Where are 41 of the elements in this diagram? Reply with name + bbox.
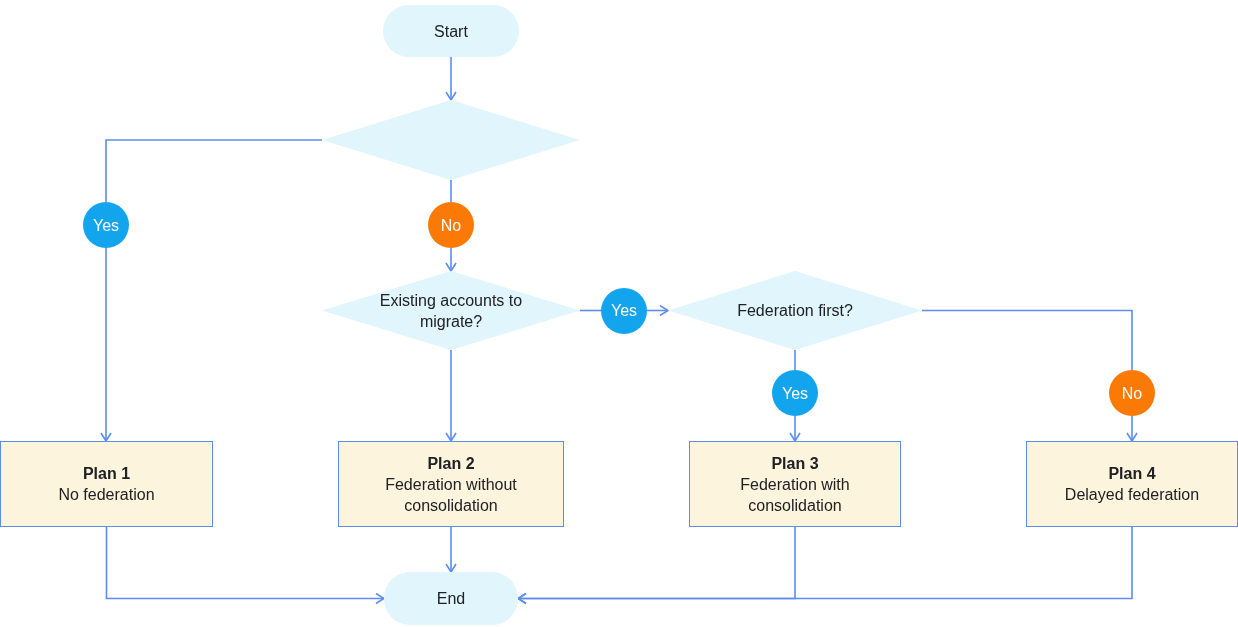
decision-diamond <box>668 271 922 350</box>
plan-description: Federation without consolidation <box>384 474 518 516</box>
answer-label: Yes <box>610 301 638 321</box>
plan-description: Delayed federation <box>1064 485 1200 505</box>
plan-box <box>338 441 564 527</box>
answer-label: No <box>440 215 462 236</box>
answer-label: Yes <box>781 383 809 404</box>
connector-arrow <box>100 247 112 442</box>
plan-title: Plan 1 <box>82 464 131 484</box>
answer-circle <box>83 202 129 248</box>
plan-box <box>1026 441 1238 527</box>
plan-box <box>0 441 213 527</box>
answer-label: Yes <box>92 215 120 236</box>
plan-title: Plan 4 <box>1108 464 1156 484</box>
decision-diamond <box>322 271 580 350</box>
answer-circle <box>1109 370 1155 416</box>
terminal-pill <box>384 572 518 625</box>
plan-title: Plan 3 <box>771 453 819 474</box>
plan-description: No federation <box>58 485 155 505</box>
connector-arrow <box>1126 415 1138 442</box>
connector-arrow <box>445 349 457 442</box>
connector-arrow <box>445 247 457 272</box>
answer-circle <box>772 370 818 416</box>
plan-box <box>689 441 901 527</box>
terminal-label: End <box>436 589 466 609</box>
answer-circle <box>601 287 647 334</box>
answer-label: No <box>1121 383 1143 404</box>
connector-arrow <box>789 415 801 442</box>
decision-diamond <box>322 100 580 180</box>
connector-arrow <box>445 56 457 101</box>
connector-arrow <box>445 526 457 573</box>
question-text: Federation first? <box>737 301 853 321</box>
terminal-label: Start <box>434 21 468 42</box>
connector-arrow <box>105 526 385 605</box>
question-text: Existing accounts to migrate? <box>378 290 524 332</box>
plan-title: Plan 2 <box>427 453 475 474</box>
connector-arrow <box>517 526 1133 605</box>
plan-description: Federation with consolidation <box>739 474 851 516</box>
terminal-pill <box>383 5 519 57</box>
answer-circle <box>428 202 474 248</box>
connector-arrow <box>646 304 669 317</box>
